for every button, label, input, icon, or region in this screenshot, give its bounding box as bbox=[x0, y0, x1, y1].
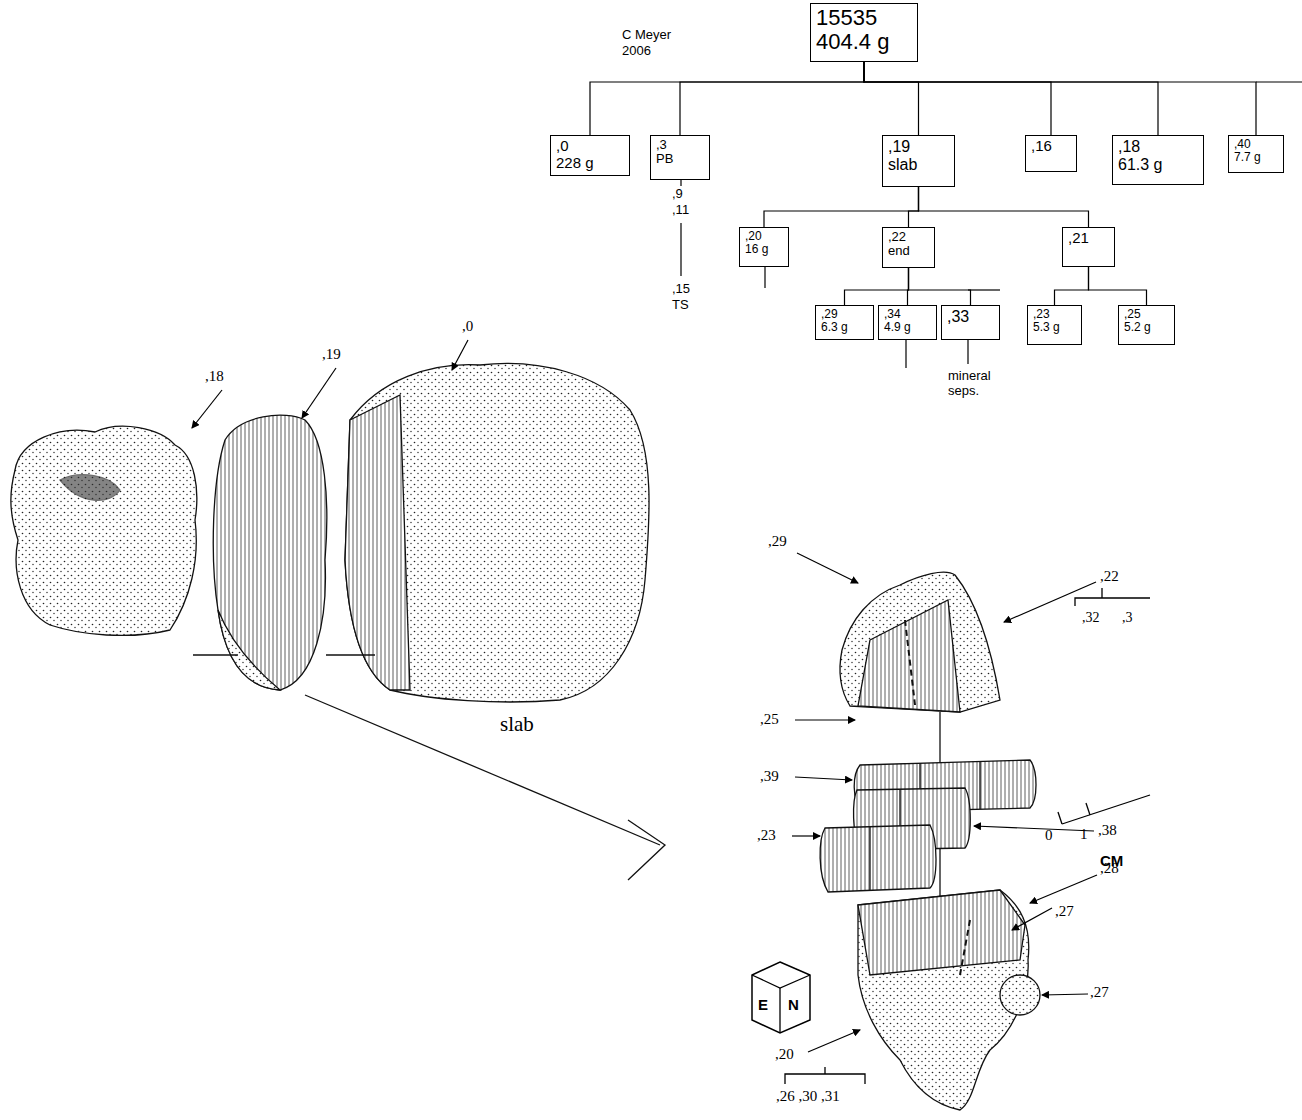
tree-connector bbox=[919, 187, 1089, 227]
sample-box: ,16 bbox=[1025, 135, 1077, 172]
callout-number: ,0 bbox=[462, 318, 473, 335]
sample-box: ,0228 g bbox=[550, 135, 630, 176]
mineral-note: mineral seps. bbox=[948, 369, 1000, 399]
tree-connector bbox=[909, 187, 919, 227]
sample-number: 15535 bbox=[816, 6, 877, 30]
callout-number: ,39 bbox=[760, 768, 779, 785]
tree-connector bbox=[864, 62, 1051, 135]
sample-number: ,16 bbox=[1031, 138, 1052, 155]
sample-note: 5.3 g bbox=[1033, 321, 1060, 334]
tree-connector bbox=[864, 62, 919, 135]
sample-number: ,19 bbox=[888, 138, 910, 156]
leader-arrows bbox=[192, 340, 1097, 1052]
sample-box: ,33 bbox=[941, 305, 1000, 340]
tree-connector bbox=[680, 62, 864, 135]
scale-and-brackets bbox=[752, 588, 1150, 1084]
callout-number: ,19 bbox=[322, 346, 341, 363]
thin-section-note: TS bbox=[672, 298, 689, 313]
sample-number: ,18 bbox=[1118, 138, 1140, 156]
rock-sketches-left bbox=[11, 363, 665, 880]
slab-exploded-view bbox=[820, 572, 1040, 1110]
sample-note: 7.7 g bbox=[1234, 151, 1261, 164]
sample-note: 228 g bbox=[556, 155, 594, 172]
tree-connector bbox=[845, 268, 909, 305]
sample-note: 6.3 g bbox=[821, 321, 848, 334]
callout-number: ,29 bbox=[768, 533, 787, 550]
date-note: 2006 bbox=[622, 44, 651, 59]
sample-box: ,344.9 g bbox=[878, 305, 937, 340]
sample-box: ,2016 g bbox=[739, 227, 789, 267]
tree-connector bbox=[864, 62, 1256, 135]
orientation-letter: E bbox=[758, 996, 768, 1013]
callout-number: ,27 bbox=[1090, 984, 1109, 1001]
sample-number: ,34 bbox=[884, 308, 901, 321]
sample-number: ,25 bbox=[1124, 308, 1141, 321]
callout-number: ,32 bbox=[1082, 610, 1100, 626]
scale-number: 0 bbox=[1045, 827, 1053, 844]
sample-box: ,22end bbox=[882, 227, 935, 268]
callout-number: ,22 bbox=[1100, 568, 1119, 585]
author-note: C Meyer bbox=[622, 28, 671, 43]
tree-stubs bbox=[681, 82, 1302, 368]
sample-number: ,22 bbox=[888, 230, 906, 244]
callout-number: ,25 bbox=[760, 711, 779, 728]
sample-box: ,296.3 g bbox=[815, 305, 874, 340]
sample-box: ,19slab bbox=[882, 135, 955, 187]
callout-number: ,18 bbox=[205, 368, 224, 385]
sample-number: ,3 bbox=[656, 138, 667, 152]
sample-number: ,29 bbox=[821, 308, 838, 321]
callout-number: ,28 bbox=[1100, 860, 1119, 877]
sample-note: slab bbox=[888, 156, 917, 174]
sample-box: 15535404.4 g bbox=[810, 3, 918, 62]
sample-number: ,20 bbox=[745, 230, 762, 243]
sample-note: 16 g bbox=[745, 243, 768, 256]
sample-note: end bbox=[888, 244, 910, 258]
sample-box: ,255.2 g bbox=[1118, 305, 1175, 345]
callout-number: ,23 bbox=[757, 827, 776, 844]
callout-number: ,38 bbox=[1098, 822, 1117, 839]
sample-box: ,21 bbox=[1062, 227, 1115, 267]
split-number: ,11 bbox=[672, 203, 689, 218]
tree-connector bbox=[909, 268, 971, 305]
sample-number: ,40 bbox=[1234, 138, 1251, 151]
sample-box: ,235.3 g bbox=[1027, 305, 1082, 345]
sample-box: ,407.7 g bbox=[1228, 135, 1284, 173]
sample-box: ,1861.3 g bbox=[1112, 135, 1204, 185]
sample-number: ,21 bbox=[1068, 230, 1089, 247]
sample-note: PB bbox=[656, 152, 673, 166]
sample-number: ,33 bbox=[947, 308, 969, 326]
split-number: ,15 bbox=[672, 282, 690, 297]
callout-number: ,20 bbox=[775, 1046, 794, 1063]
tree-connector bbox=[864, 62, 1158, 135]
tree-connector bbox=[590, 62, 864, 135]
sample-note: 404.4 g bbox=[816, 30, 889, 54]
callout-number: ,26 ,30 ,31 bbox=[776, 1088, 840, 1105]
callout-number: ,27 bbox=[1055, 903, 1074, 920]
sample-number: ,23 bbox=[1033, 308, 1050, 321]
sample-note: 5.2 g bbox=[1124, 321, 1151, 334]
sample-box: ,3PB bbox=[650, 135, 710, 180]
tree-connector bbox=[764, 187, 919, 227]
sample-note: 61.3 g bbox=[1118, 156, 1162, 174]
callout-number: ,3 bbox=[1122, 610, 1133, 626]
scale-number: 1 bbox=[1080, 826, 1088, 843]
split-number: ,9 bbox=[672, 187, 683, 202]
sample-note: 4.9 g bbox=[884, 321, 911, 334]
sample-number: ,0 bbox=[556, 138, 569, 155]
slab-note: slab bbox=[500, 712, 534, 736]
orientation-letter: N bbox=[788, 996, 799, 1013]
tree-connector bbox=[1055, 267, 1089, 305]
tree-connector bbox=[1089, 267, 1147, 305]
